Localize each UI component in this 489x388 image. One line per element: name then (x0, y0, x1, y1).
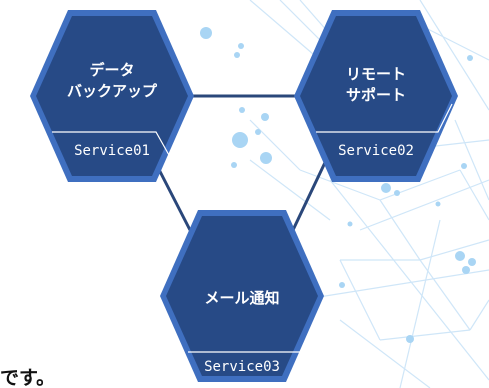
service-02-title-line1: リモート (345, 65, 406, 83)
service-02-label: Service02 (338, 143, 414, 159)
hexagon-shape (30, 10, 194, 182)
service-02-title: リモート サポート (288, 64, 464, 106)
service-01-label: Service01 (74, 143, 150, 159)
service-01-title-line2: バックアップ (66, 82, 157, 100)
service-01-hexagon[interactable]: データ バックアップ Service01 (24, 4, 200, 188)
service-01-title-line1: データ (89, 61, 135, 79)
hexagon-shape (160, 210, 324, 382)
service-01-title: データ バックアップ (24, 60, 200, 102)
network-dots (200, 15, 476, 343)
network-lines (249, 0, 489, 388)
service-02-hexagon[interactable]: リモート サポート Service02 (288, 4, 464, 188)
service-03-title: メール通知 (154, 288, 330, 309)
service-03-hexagon[interactable]: メール通知 Service03 (154, 204, 330, 388)
service-03-label: Service03 (204, 359, 280, 375)
service-03-title-line1: メール通知 (204, 289, 280, 307)
caption-text: です。 (0, 367, 56, 388)
service-02-title-line2: サポート (345, 86, 406, 104)
hexagon-shape (294, 10, 458, 182)
